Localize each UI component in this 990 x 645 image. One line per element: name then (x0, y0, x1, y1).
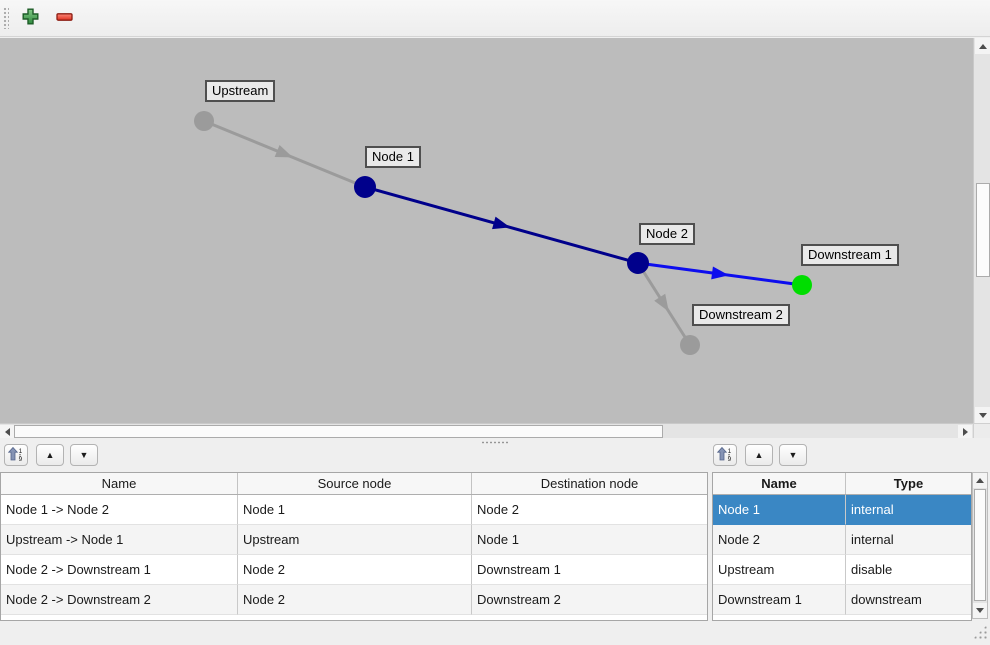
table-cell: Node 1 (238, 495, 472, 525)
table-header-row: Name Type (713, 473, 971, 495)
table-cell: downstream (846, 585, 971, 615)
column-header[interactable]: Name (1, 473, 238, 494)
canvas-vertical-scrollbar[interactable] (973, 38, 990, 423)
chevron-down-icon (976, 608, 984, 613)
nodes-move-down-button[interactable]: ▼ (779, 444, 807, 466)
chevron-up-icon (979, 43, 987, 49)
table-cell: Node 1 (472, 525, 707, 555)
scrollbar-corner (973, 423, 990, 438)
graph-node-label[interactable]: Node 1 (365, 146, 421, 168)
hscroll-thumb[interactable] (14, 425, 663, 438)
graph-node[interactable] (792, 275, 812, 295)
table-cell: internal (846, 525, 971, 555)
edge-arrow-icon (654, 293, 669, 312)
table-cell: Downstream 1 (472, 555, 707, 585)
scroll-left-button[interactable] (0, 425, 14, 438)
minus-icon (55, 7, 74, 29)
main-toolbar (0, 0, 990, 37)
graph-node-label[interactable]: Node 2 (639, 223, 695, 245)
svg-text:1: 1 (19, 447, 23, 454)
table-cell: Node 2 -> Downstream 1 (1, 555, 238, 585)
sort-ascending-icon: 1 9 (716, 446, 733, 465)
toolbar-drag-handle[interactable] (3, 7, 9, 29)
table-cell: Upstream (713, 555, 846, 585)
graph-node[interactable] (354, 176, 376, 198)
table-cell: Node 1 -> Node 2 (1, 495, 238, 525)
chevron-down-icon (979, 412, 987, 418)
graph-node-label[interactable]: Downstream 2 (692, 304, 790, 326)
table-cell: Downstream 1 (713, 585, 846, 615)
table-empty-strip (713, 615, 971, 620)
scroll-down-button[interactable] (973, 603, 987, 618)
edge-arrow-icon (274, 144, 293, 158)
column-header[interactable]: Name (713, 473, 846, 494)
chevron-right-icon (962, 427, 968, 436)
nodes-move-up-button[interactable]: ▲ (745, 444, 773, 466)
table-cell: Node 2 (472, 495, 707, 525)
column-header[interactable]: Type (893, 476, 924, 491)
edges-move-down-button[interactable]: ▼ (70, 444, 98, 466)
horizontal-splitter[interactable] (0, 438, 990, 446)
graph-node[interactable] (194, 111, 214, 131)
move-down-icon: ▼ (788, 449, 798, 460)
remove-node-button[interactable] (51, 5, 77, 31)
table-cell: Upstream (238, 525, 472, 555)
table-cell: Node 2 (238, 555, 472, 585)
splitter-grip-icon (481, 441, 509, 444)
window-resize-grip[interactable] (972, 624, 988, 640)
vscroll-thumb[interactable] (974, 489, 986, 601)
chevron-left-icon (4, 427, 10, 436)
table-empty-strip (1, 615, 707, 620)
move-up-icon: ▲ (45, 449, 55, 460)
table-cell: Node 2 -> Downstream 2 (1, 585, 238, 615)
table-cell: Node 1 (713, 495, 846, 525)
graph-svg (194, 111, 812, 355)
move-down-icon: ▼ (79, 449, 89, 460)
column-header[interactable]: Source node (238, 473, 472, 494)
graph-node-label[interactable]: Upstream (205, 80, 276, 102)
edge-arrow-icon (711, 266, 729, 280)
edges-sort-button[interactable]: 1 9 (4, 444, 28, 466)
table-cell: disable (846, 555, 971, 585)
edge-arrow-icon (492, 216, 511, 230)
graph-node[interactable] (627, 252, 649, 274)
table-cell: internal (846, 495, 971, 525)
scroll-right-button[interactable] (958, 425, 972, 438)
table-cell: Upstream -> Node 1 (1, 525, 238, 555)
sort-ascending-icon: 1 9 (7, 446, 24, 465)
move-up-icon: ▲ (754, 449, 764, 460)
graph-node-label[interactable]: Downstream 1 (801, 244, 899, 266)
table-cell: Node 2 (238, 585, 472, 615)
table-cell: Node 2 (713, 525, 846, 555)
scroll-up-button[interactable] (973, 473, 987, 488)
plus-icon (21, 7, 40, 29)
scroll-down-button[interactable] (975, 407, 990, 423)
column-header[interactable]: Destination node (540, 476, 639, 491)
canvas-horizontal-scrollbar[interactable] (0, 423, 973, 438)
svg-text:9: 9 (728, 456, 732, 462)
graph-node[interactable] (680, 335, 700, 355)
nodes-table-scrollbar[interactable] (972, 472, 988, 619)
add-node-button[interactable] (17, 5, 43, 31)
svg-text:9: 9 (19, 456, 23, 462)
svg-text:1: 1 (728, 447, 732, 454)
nodes-sort-button[interactable]: 1 9 (713, 444, 737, 466)
scroll-up-button[interactable] (975, 38, 990, 54)
edges-move-up-button[interactable]: ▲ (36, 444, 64, 466)
table-cell: Downstream 2 (472, 585, 707, 615)
chevron-up-icon (976, 478, 984, 483)
vscroll-thumb[interactable] (976, 183, 990, 277)
